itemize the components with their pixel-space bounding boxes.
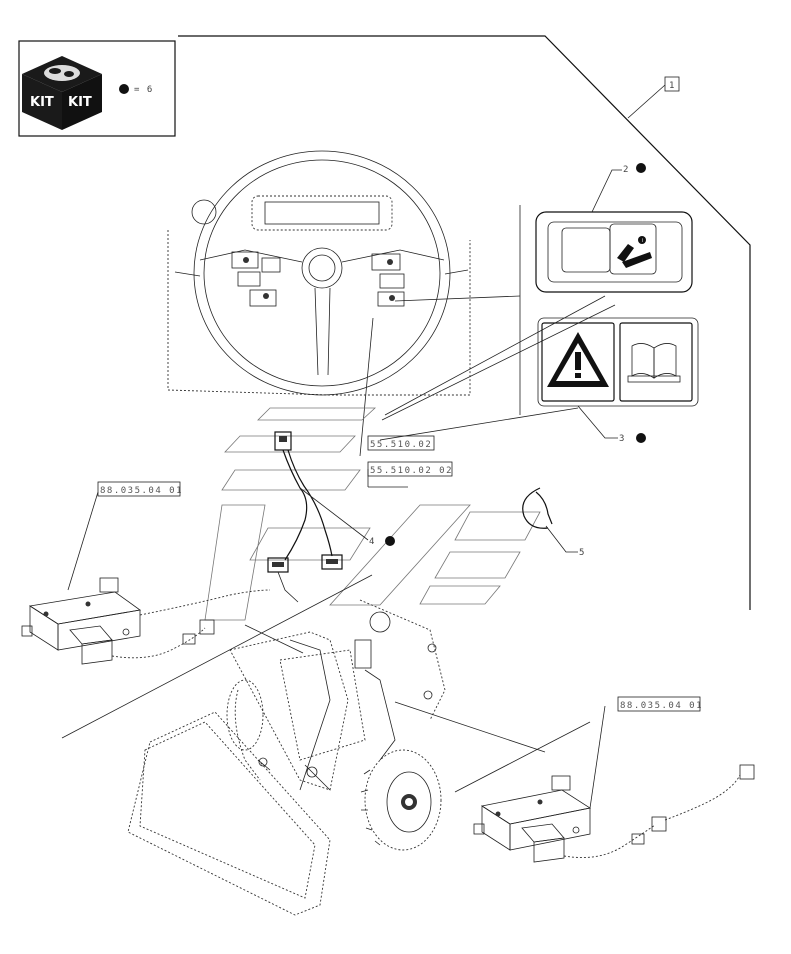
manual-book-icon [627, 343, 681, 383]
callout-5-label: 5 [579, 548, 585, 558]
group-outline [178, 35, 751, 610]
warning-triangle-icon [547, 332, 609, 387]
right-control-cluster [371, 253, 405, 307]
callout-4-label: 4 [369, 537, 375, 547]
kit-cube-icon: KIT KIT [22, 56, 102, 130]
bullet-icon [636, 163, 646, 173]
ref-top-label: 55.510.02 [370, 440, 432, 450]
ref-box-top: 55.510.02 [367, 435, 435, 451]
ref-left-label: 88.035.04 01 [100, 486, 183, 496]
front-loader-assembly [61, 574, 591, 916]
decal-part [537, 317, 699, 407]
ref-mid-label: 55.510.02 02 [370, 466, 453, 476]
left-valve-block [21, 577, 271, 665]
bullet-icon [385, 536, 395, 546]
callout-2-label: 2 [623, 165, 629, 175]
right-valve-block [473, 764, 755, 863]
bullet-icon [119, 84, 129, 94]
ring-clip-part [522, 487, 553, 529]
ref-box-mid: 55.510.02 02 [367, 461, 453, 477]
kit-legend-box: KIT KIT = 6 [18, 40, 176, 137]
callout-4: 4 [299, 487, 395, 547]
wheel [360, 749, 442, 851]
bullet-icon [636, 433, 646, 443]
watermark-logo [204, 407, 541, 621]
kit-label-right: KIT [68, 95, 92, 110]
callout-1: 1 [627, 76, 680, 119]
seat-icon: i [617, 236, 652, 268]
callout-1-label: 1 [669, 81, 675, 91]
callout-5: 5 [545, 525, 585, 558]
callout-2: 2 [591, 163, 646, 213]
steering-wheel-dashboard [167, 150, 471, 396]
callout-3-label: 3 [619, 434, 625, 444]
callout-3: 3 [577, 405, 646, 444]
left-wheel [226, 679, 264, 751]
svg-text:i: i [642, 238, 643, 244]
ref-box-left: 88.035.04 01 [67, 481, 183, 591]
ref-right-label: 88.035.04 01 [620, 701, 703, 711]
wiring-harness [267, 431, 343, 603]
switch-part: i [535, 211, 693, 293]
left-control-cluster [231, 251, 281, 307]
kit-bullet-text: = 6 [134, 85, 153, 95]
ref-box-right: 88.035.04 01 [589, 696, 703, 809]
kit-label-left: KIT [30, 95, 54, 110]
